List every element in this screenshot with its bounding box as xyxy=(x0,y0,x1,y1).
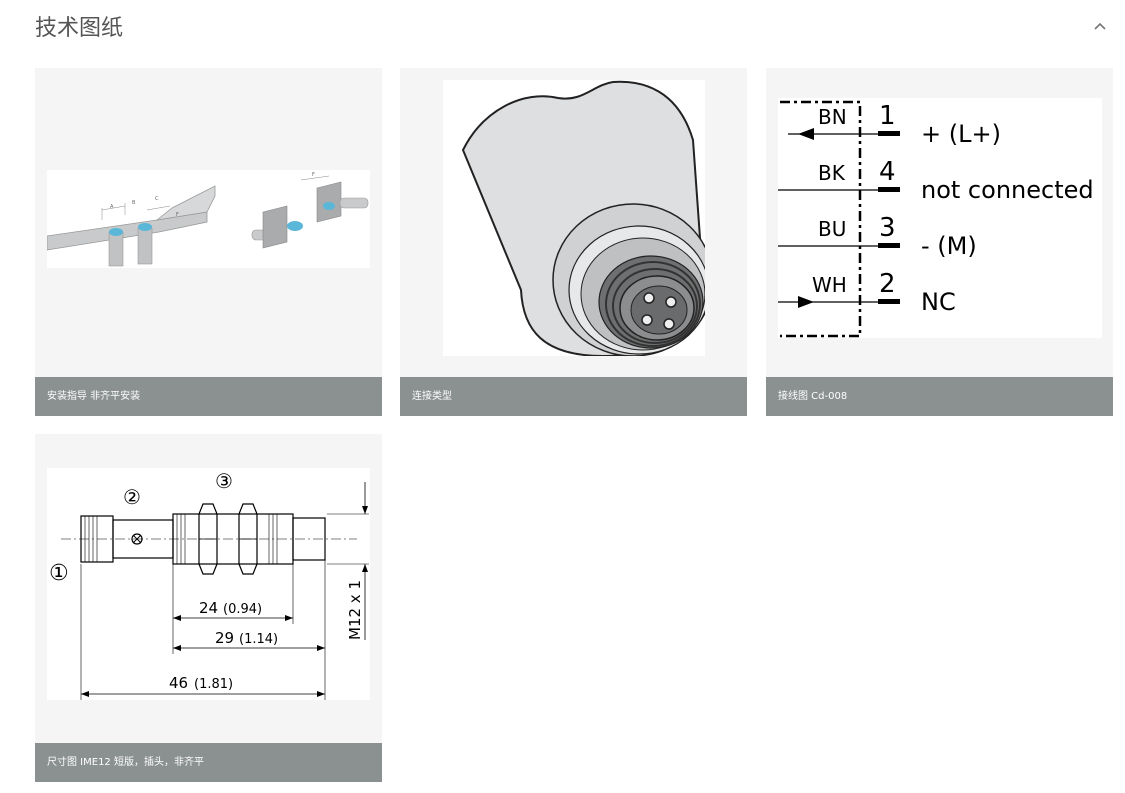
connection-drawing-image xyxy=(400,68,747,377)
pin-number: 3 xyxy=(879,213,896,243)
svg-text:F: F xyxy=(312,172,315,178)
svg-text:F: F xyxy=(176,212,179,218)
pin-number: 2 xyxy=(879,269,896,299)
svg-text:B: B xyxy=(132,200,136,206)
dim-29-inch: (1.14) xyxy=(239,632,278,647)
callout-3: ③ xyxy=(215,469,233,493)
callout-2: ② xyxy=(123,485,141,509)
pin-number: 4 xyxy=(879,157,896,187)
pin-function: - (M) xyxy=(921,232,977,260)
pin-function: + (L+) xyxy=(921,120,1001,148)
svg-text:A: A xyxy=(110,204,114,210)
drawing-card-dimensions[interactable]: ① ② ③ 24 (0.94) 29 (1.14) 46 (1.81) M12 … xyxy=(35,434,382,782)
wire-color-label: WH xyxy=(812,273,847,297)
dim-24-inch: (0.94) xyxy=(223,602,262,617)
mounting-drawing-image: A B C F F xyxy=(35,68,382,377)
drawing-card-connection[interactable]: 连接类型 xyxy=(400,68,747,416)
pin-function: not connected xyxy=(921,176,1094,204)
dim-46-value: 46 xyxy=(169,674,188,692)
collapse-button[interactable] xyxy=(1088,14,1112,38)
wire-color-label: BK xyxy=(818,161,846,185)
drawing-card-wiring[interactable]: BN 1 + (L+) BK 4 not connected BU 3 - (M… xyxy=(766,68,1113,416)
card-caption: 接线图 Cd-008 xyxy=(766,377,1113,416)
callout-1: ① xyxy=(49,561,69,586)
card-caption: 连接类型 xyxy=(400,377,747,416)
thread-label: M12 x 1 xyxy=(346,580,364,640)
card-caption: 尺寸图 IME12 短版，插头，非齐平 xyxy=(35,743,382,782)
dim-46-inch: (1.81) xyxy=(194,677,233,692)
wire-color-label: BU xyxy=(818,217,846,241)
dimension-drawing-image: ① ② ③ 24 (0.94) 29 (1.14) 46 (1.81) M12 … xyxy=(35,434,382,743)
wire-color-label: BN xyxy=(818,105,847,129)
dim-29-value: 29 xyxy=(215,629,234,647)
section-title: 技术图纸 xyxy=(35,16,124,41)
card-caption: 安装指导 非齐平安装 xyxy=(35,377,382,416)
dim-24-value: 24 xyxy=(199,599,218,617)
pin-number: 1 xyxy=(879,101,896,131)
svg-text:C: C xyxy=(155,196,159,202)
pin-function: NC xyxy=(921,288,956,316)
wiring-drawing-image: BN 1 + (L+) BK 4 not connected BU 3 - (M… xyxy=(766,68,1113,377)
drawing-card-mounting[interactable]: A B C F F 安装指导 非齐平安装 xyxy=(35,68,382,416)
chevron-up-icon xyxy=(1094,22,1106,30)
